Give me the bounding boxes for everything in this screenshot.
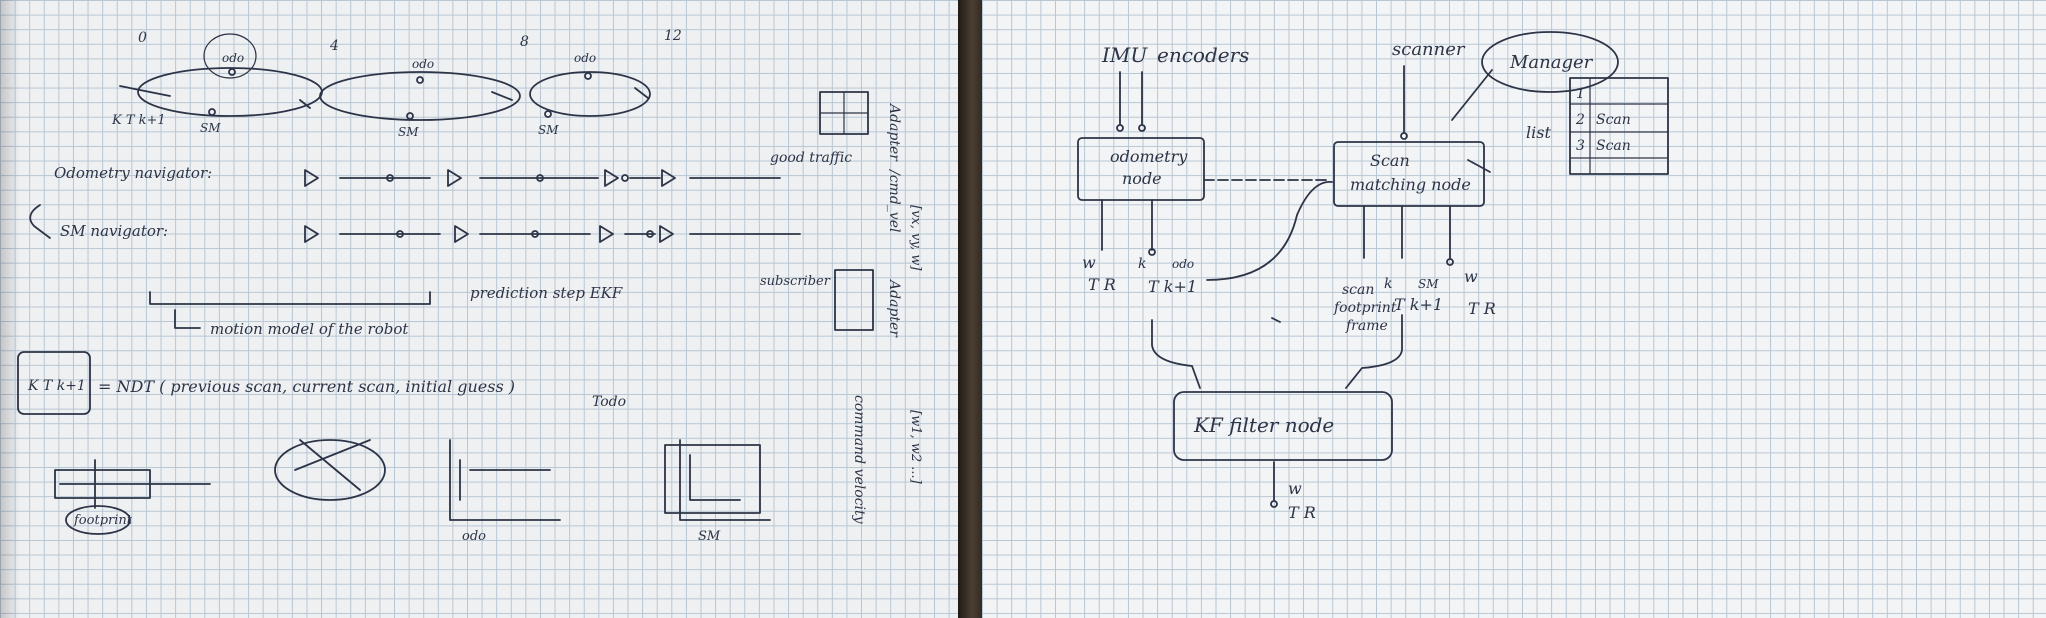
odo-label-1: odo bbox=[222, 51, 244, 65]
left-page-sketch: 0 4 8 12 odo odo odo SM SM SM K T k+1 Od… bbox=[17, 28, 923, 544]
tk1-label-sm: T k+1 bbox=[1394, 295, 1443, 314]
kf-filter-node-label: KF filter node bbox=[1193, 413, 1334, 437]
flow-arrows bbox=[1101, 65, 1493, 389]
subscriber-label: subscriber bbox=[760, 274, 831, 289]
wheel-vector-label: [w1, w2 ...] bbox=[908, 410, 923, 485]
odometry-navigator-label: Odometry navigator: bbox=[54, 164, 212, 182]
table-row-2-value: Scan bbox=[1596, 112, 1631, 128]
todo-label: Todo bbox=[592, 394, 626, 410]
list-label: list bbox=[1526, 123, 1551, 142]
adapter-label-top: Adapter bbox=[886, 102, 902, 162]
prediction-step-label: prediction step EKF bbox=[470, 284, 623, 302]
odometry-node-line2: node bbox=[1122, 169, 1162, 188]
odo-label-3: odo bbox=[574, 51, 596, 65]
sm-sup-label: SM bbox=[1418, 277, 1439, 291]
w-label-manager: w bbox=[1464, 267, 1478, 286]
odometry-node-line1: odometry bbox=[1110, 147, 1188, 166]
ndt-equation: = NDT ( previous scan, current scan, ini… bbox=[98, 377, 515, 396]
kf-filter-node-box bbox=[1173, 391, 1393, 461]
good-traffic-label: good traffic bbox=[770, 150, 852, 166]
tick-12: 12 bbox=[664, 28, 682, 44]
motion-arrow bbox=[174, 309, 201, 329]
cmd-vel-label: /cmd_vel bbox=[886, 168, 902, 232]
sm-navigator-flow bbox=[304, 225, 801, 243]
right-page-diagram: IMU encoders scanner Manager 1 2 Scan 3 … bbox=[1077, 31, 1669, 522]
tick-0: 0 bbox=[138, 30, 147, 46]
sm-label-bottom: SM bbox=[698, 529, 721, 544]
adapter-label-side: Adapter bbox=[886, 278, 902, 338]
bracket-left bbox=[29, 204, 51, 239]
odometry-node-box bbox=[1077, 137, 1205, 201]
right-notebook-page: IMU encoders scanner Manager 1 2 Scan 3 … bbox=[982, 0, 2046, 618]
scan-matching-line2: matching node bbox=[1350, 175, 1471, 194]
bottom-sketches bbox=[54, 439, 771, 521]
scan-matching-line1: Scan bbox=[1370, 151, 1410, 170]
kf-notation-1: K T k+1 bbox=[111, 113, 166, 128]
tick-8: 8 bbox=[520, 34, 529, 50]
imu-label: IMU bbox=[1101, 43, 1148, 67]
scan-footprint-line2: footprint bbox=[1333, 300, 1397, 316]
left-notebook-page: 0 4 8 12 odo odo odo SM SM SM K T k+1 Od… bbox=[0, 0, 970, 618]
sm-label-3: SM bbox=[538, 123, 559, 137]
k-label-odo: k bbox=[1138, 256, 1146, 272]
footprint-label: footprint bbox=[73, 513, 133, 528]
scan-matching-node-box bbox=[1333, 141, 1485, 207]
k-label-sm: k bbox=[1384, 276, 1392, 292]
w-label-kf: w bbox=[1288, 479, 1302, 498]
tr-label-manager: T R bbox=[1468, 299, 1496, 318]
manager-label: Manager bbox=[1509, 52, 1594, 73]
encoders-label: encoders bbox=[1157, 43, 1249, 67]
tr-label-odo: T R bbox=[1088, 275, 1116, 294]
sm-navigator-label: SM navigator: bbox=[60, 222, 168, 240]
vel-vector-label: [vx, vy, w] bbox=[908, 205, 923, 271]
adapter-box bbox=[834, 269, 874, 331]
kf-notation-2: K T k+1 bbox=[27, 378, 86, 394]
scanner-label: scanner bbox=[1392, 39, 1466, 60]
odometry-navigator-flow bbox=[304, 169, 781, 187]
motion-model-label: motion model of the robot bbox=[210, 320, 409, 338]
tk1-label-odo: T k+1 bbox=[1148, 277, 1197, 296]
motion-bracket bbox=[149, 291, 431, 305]
table-row-1-index: 1 bbox=[1576, 86, 1585, 102]
tick-4: 4 bbox=[329, 38, 339, 54]
table-row-3-value: Scan bbox=[1596, 138, 1631, 154]
odo-label-2: odo bbox=[412, 57, 434, 71]
footprint-circle bbox=[65, 505, 131, 535]
w-label-odo: w bbox=[1082, 253, 1096, 272]
odo-sup-label: odo bbox=[1172, 257, 1194, 271]
scan-footprint-line1: scan bbox=[1342, 282, 1374, 298]
table-row-3-index: 3 bbox=[1576, 138, 1585, 154]
manager-ellipse bbox=[1481, 31, 1619, 93]
sm-label-2: SM bbox=[398, 125, 419, 139]
tr-label-kf: T R bbox=[1288, 503, 1316, 522]
list-table bbox=[1569, 77, 1669, 175]
sm-label-1: SM bbox=[200, 121, 221, 135]
odo-label-bottom: odo bbox=[462, 529, 486, 544]
notebook-binding bbox=[958, 0, 986, 618]
table-row-2-index: 2 bbox=[1575, 112, 1585, 128]
pose-chain bbox=[119, 33, 651, 121]
scan-footprint-line3: frame bbox=[1345, 318, 1388, 334]
command-velocity-label: command velocity bbox=[851, 395, 867, 525]
